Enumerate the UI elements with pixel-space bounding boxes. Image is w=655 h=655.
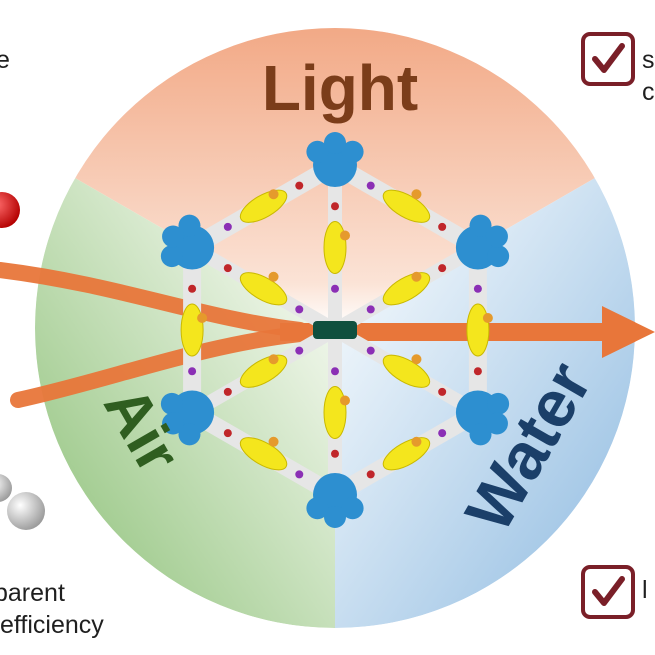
linker-orange-atom (411, 436, 422, 447)
framework-node-lobe (487, 245, 510, 268)
edge-linker (382, 189, 431, 223)
spoke-linker (382, 354, 431, 388)
linker-orange-atom (268, 436, 279, 447)
framework-node-lobe (162, 412, 185, 435)
linker-red-atom (438, 222, 447, 231)
right-text-fragment-2: c (642, 78, 655, 106)
framework-node-lobe (160, 245, 183, 268)
framework-node-lobe (341, 140, 364, 163)
checkbox-checked-icon (581, 565, 635, 619)
hydrogen-atom-icon (7, 492, 45, 530)
linker-red-atom (366, 470, 375, 479)
right-text-fragment-3: l (642, 576, 648, 604)
linker-purple-atom (223, 222, 232, 231)
checkmark-icon (592, 43, 625, 73)
linker-purple-atom (366, 305, 375, 314)
linker-orange-atom (411, 354, 422, 365)
linker-orange-atom (340, 230, 350, 241)
arrow-head (602, 306, 655, 358)
spoke-linker (323, 386, 347, 439)
framework-node-lobe (485, 412, 508, 435)
linker-orange-atom (340, 395, 350, 406)
framework-node-lobe (162, 225, 185, 248)
checkbox-checked-icon (581, 32, 635, 86)
left-text-line-2: efficiency (0, 611, 104, 639)
oxygen-atom-icon (0, 192, 20, 228)
framework-node-lobe (487, 392, 510, 415)
framework-node-lobe (485, 225, 508, 248)
arrow-from-top (0, 262, 308, 338)
framework-node-lobe (306, 497, 329, 520)
linker-purple-atom (473, 284, 482, 293)
framework-node-lobe (469, 423, 492, 446)
left-text-fragment-top: e (0, 46, 10, 74)
linker-orange-atom (268, 189, 279, 200)
linker-purple-atom (366, 346, 375, 355)
linker-red-atom (438, 387, 447, 396)
left-text-line-1: parent (0, 579, 65, 607)
edge-linker (466, 303, 490, 357)
linker-purple-atom (331, 284, 339, 293)
framework-node-lobe (469, 214, 492, 237)
linker-orange-atom (411, 189, 422, 200)
arrow-from-bottom (10, 326, 308, 408)
linker-orange-atom (268, 354, 279, 365)
linker-red-atom (331, 449, 339, 458)
linker-red-atom (223, 264, 232, 273)
linker-purple-atom (295, 346, 304, 355)
linker-purple-atom (438, 429, 447, 438)
framework-node-lobe (341, 497, 364, 520)
linker-purple-atom (295, 305, 304, 314)
framework-node-lobe (324, 506, 346, 528)
linker-red-atom (438, 264, 447, 273)
linker-red-atom (188, 284, 197, 293)
linker-purple-atom (188, 367, 197, 376)
light-label: Light (262, 52, 418, 124)
linker-red-atom (295, 181, 304, 190)
linker-red-atom (223, 429, 232, 438)
framework-node-lobe (160, 392, 183, 415)
edge-linker (180, 303, 204, 357)
linker-orange-atom (268, 271, 279, 282)
linker-red-atom (223, 387, 232, 396)
hydrogen-atom-icon (0, 474, 12, 502)
linker-purple-atom (295, 470, 304, 479)
linker-purple-atom (331, 367, 339, 376)
framework-structure (160, 132, 510, 528)
linker-orange-atom (197, 313, 208, 323)
spoke-linker (323, 221, 347, 274)
linker-red-atom (331, 202, 339, 211)
framework-node-lobe (324, 132, 346, 154)
framework-node-lobe (306, 140, 329, 163)
linker-red-atom (473, 367, 482, 376)
checkmark-icon (592, 576, 625, 606)
right-text-fragment-1: s (642, 46, 655, 74)
spoke-linker (239, 272, 288, 306)
linker-orange-atom (411, 271, 422, 282)
framework-node-lobe (178, 214, 201, 237)
edge-linker (239, 437, 288, 471)
linker-purple-atom (366, 181, 375, 190)
linker-orange-atom (482, 313, 493, 323)
framework-node-lobe (178, 423, 201, 446)
framework-core (313, 321, 357, 339)
